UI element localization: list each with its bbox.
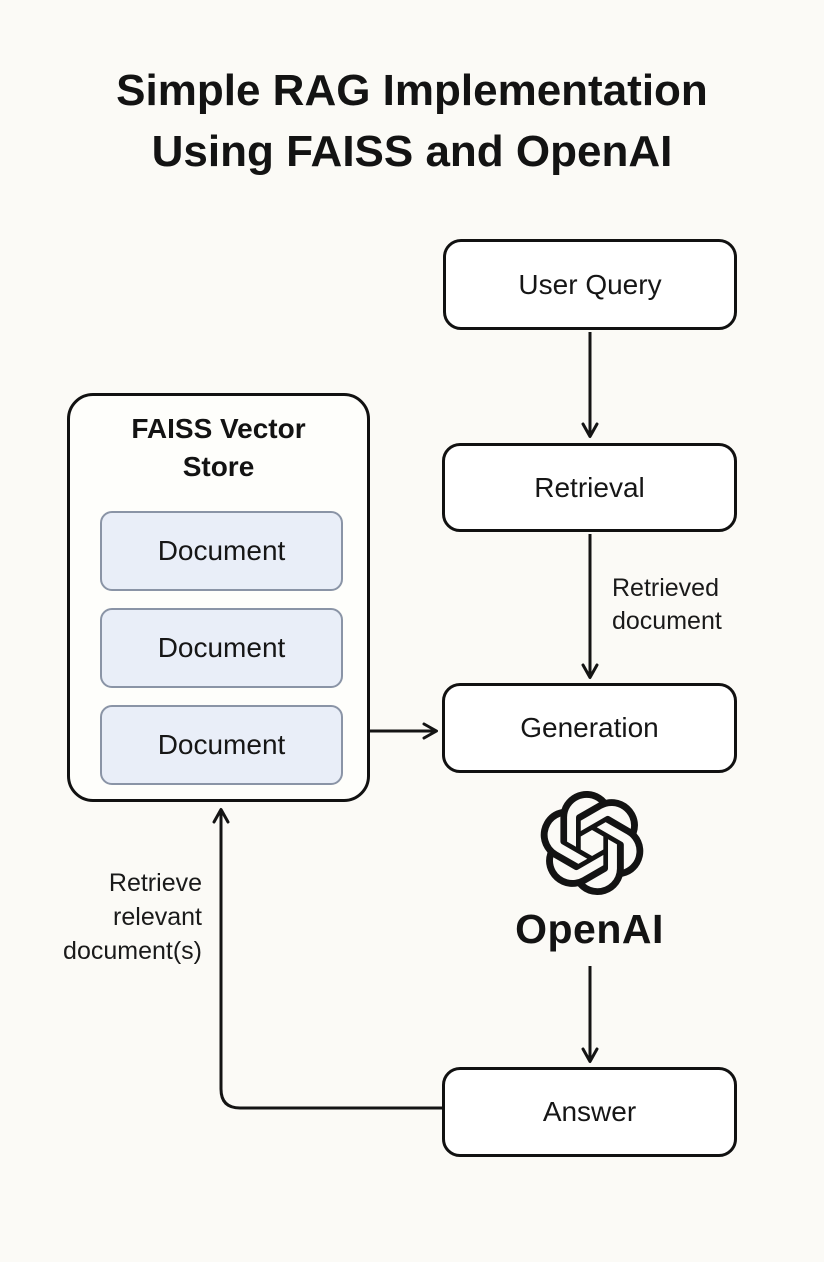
page-title-line2: Using FAISS and OpenAI — [151, 127, 673, 176]
node-retrieval-label: Retrieval — [534, 471, 645, 503]
document-box-label: Document — [157, 632, 286, 663]
edge-label-retrieved-document-line1: Retrieved — [612, 574, 719, 602]
document-box: Document — [100, 608, 343, 688]
faiss-vector-store-container: FAISS Vector Store Document Document Doc… — [67, 393, 370, 802]
node-user-query: User Query — [443, 239, 737, 330]
node-answer-label: Answer — [542, 1096, 637, 1127]
page-title: Simple RAG Implementation Using FAISS an… — [0, 60, 824, 182]
edge-label-retrieved-document-line2: document — [612, 607, 722, 635]
edge-label-retrieve-relevant-documents: Retrieve relevant document(s) — [30, 866, 202, 968]
document-box: Document — [100, 705, 343, 785]
faiss-store-title: FAISS Vector Store — [70, 410, 367, 486]
node-generation-label: Generation — [520, 712, 659, 743]
document-box-label: Document — [157, 729, 286, 760]
node-generation: Generation — [442, 683, 737, 773]
arrow-answer-to-faiss — [212, 808, 442, 1110]
edge-label-retrieve-relevant-line3: document(s) — [63, 937, 202, 965]
page-title-line1: Simple RAG Implementation — [116, 66, 708, 115]
document-box-label: Document — [157, 535, 286, 566]
edge-label-retrieve-relevant-line2: relevant — [113, 903, 202, 931]
edge-label-retrieved-document: Retrieved document — [612, 572, 722, 638]
faiss-store-title-line1: FAISS Vector — [131, 413, 306, 444]
openai-logo-icon — [540, 791, 644, 895]
edge-label-retrieve-relevant-line1: Retrieve — [108, 869, 202, 897]
document-box: Document — [100, 511, 343, 591]
node-user-query-label: User Query — [518, 268, 662, 300]
node-retrieval: Retrieval — [442, 443, 737, 532]
faiss-store-title-line2: Store — [182, 451, 255, 482]
openai-wordmark: OpenAI — [515, 906, 664, 952]
node-answer: Answer — [442, 1067, 737, 1157]
